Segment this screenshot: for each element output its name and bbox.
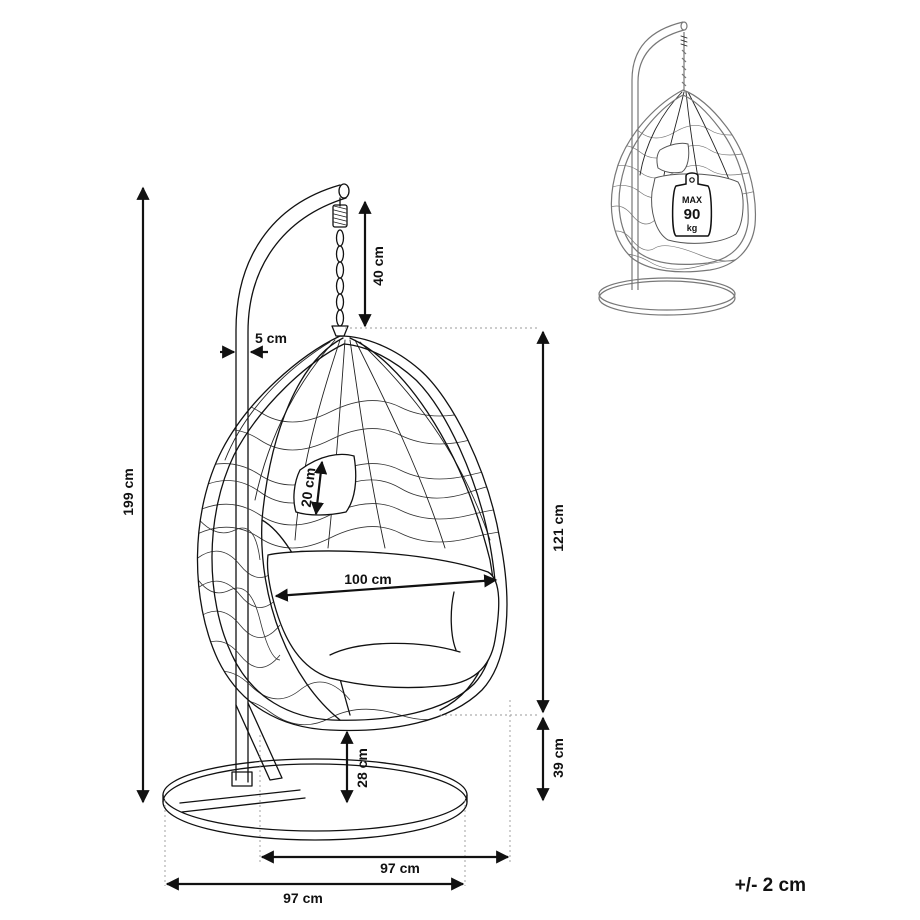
badge-value: 90	[684, 206, 701, 223]
reference-guides	[164, 327, 540, 886]
dim-basket-height: 121 cm	[536, 330, 566, 714]
label-chain-length: 40 cm	[370, 246, 386, 286]
badge-unit: kg	[687, 223, 698, 233]
label-pillow-height: 20 cm	[298, 467, 319, 508]
max-load-badge: MAX 90 kg	[671, 172, 713, 237]
label-basket-depth: 97 cm	[380, 860, 420, 876]
label-base-clearance: 28 cm	[354, 748, 370, 788]
label-total-height: 199 cm	[120, 468, 136, 515]
hanging-chain	[331, 197, 349, 337]
preview-stand	[598, 21, 736, 316]
label-seat-height: 39 cm	[550, 738, 566, 778]
preview-chair-drawing: MAX 90 kg	[598, 21, 757, 316]
label-seat-width: 100 cm	[344, 571, 391, 587]
label-basket-height: 121 cm	[550, 504, 566, 551]
badge-max: MAX	[682, 195, 702, 205]
dim-pole-width: 5 cm	[220, 330, 287, 359]
dim-base-clearance: 28 cm	[340, 730, 370, 804]
tolerance-note: +/- 2 cm	[735, 875, 806, 896]
stand-pole	[231, 183, 350, 787]
label-pole-width: 5 cm	[255, 330, 287, 346]
stand-base	[162, 758, 468, 841]
label-base-diameter: 97 cm	[283, 890, 323, 906]
dim-chain-length: 40 cm	[358, 200, 386, 328]
dim-pillow-height: 20 cm	[298, 460, 328, 516]
dim-total-height: 199 cm	[120, 186, 150, 804]
preview-basket	[610, 89, 757, 273]
dim-basket-depth: 97 cm	[260, 850, 510, 876]
dim-base-diameter: 97 cm	[165, 877, 465, 906]
dim-seat-height: 39 cm	[536, 716, 566, 802]
main-chair-drawing	[162, 183, 540, 886]
dim-seat-width: 100 cm	[274, 571, 498, 602]
